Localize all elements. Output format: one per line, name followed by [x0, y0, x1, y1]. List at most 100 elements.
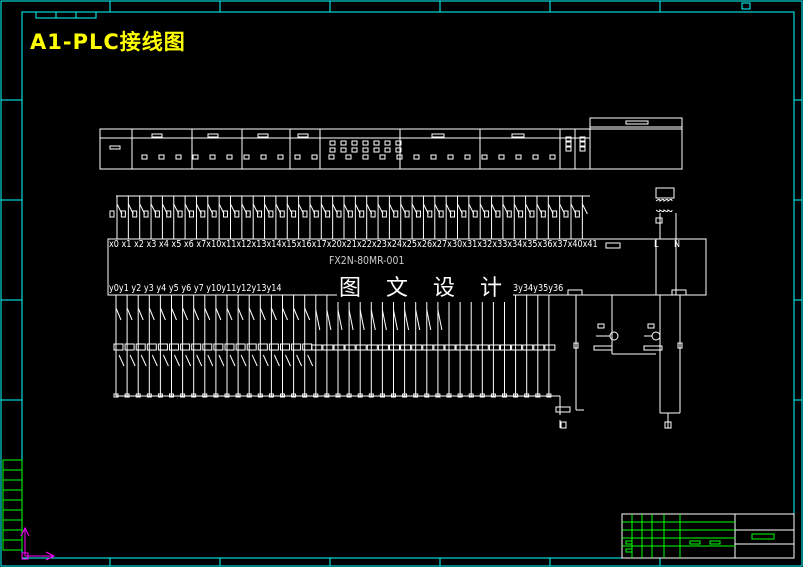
output-contact — [285, 354, 291, 367]
strip-terminal — [384, 147, 391, 153]
output-terminal — [357, 393, 363, 398]
output-terminal — [224, 393, 230, 398]
strip-terminal — [565, 141, 572, 147]
strip-terminal — [430, 154, 437, 160]
relay-coil — [389, 344, 400, 351]
output-contact — [229, 354, 236, 367]
output-terminal — [291, 393, 297, 398]
output-terminal — [513, 393, 519, 398]
output-contact — [326, 309, 332, 331]
watermark-text: 图 文 设 计 — [337, 270, 513, 302]
output-contact — [182, 307, 189, 321]
strip-terminal — [351, 147, 358, 153]
output-contact — [115, 307, 122, 321]
relay-coil — [377, 344, 389, 351]
relay-coil — [224, 343, 235, 351]
output-contact — [259, 307, 266, 321]
strip-terminal — [175, 154, 182, 160]
input-terminal — [143, 210, 149, 218]
input-terminal — [359, 210, 365, 218]
relay-coil — [257, 343, 268, 351]
strip-terminal — [141, 154, 148, 160]
output-contact — [348, 309, 354, 331]
relay-coil — [291, 343, 302, 351]
input-terminal — [177, 210, 183, 218]
strip-terminal — [294, 154, 301, 160]
output-terminal — [135, 393, 141, 398]
output-contact — [162, 354, 169, 367]
strip-terminal — [549, 154, 556, 160]
output-contact — [204, 307, 211, 321]
strip-terminal — [345, 154, 352, 160]
strip-terminal — [464, 154, 471, 160]
output-terminal — [191, 393, 197, 398]
input-terminal — [563, 210, 569, 218]
output-contact — [273, 354, 280, 367]
relay-coil — [422, 344, 434, 351]
input-terminal — [234, 210, 240, 218]
relay-coil — [311, 344, 323, 351]
strip-terminal — [395, 140, 402, 146]
output-contact — [140, 354, 147, 367]
relay-coil — [124, 343, 135, 351]
input-terminal — [450, 210, 455, 218]
output-terminal — [202, 393, 208, 398]
input-terminal — [291, 210, 297, 218]
input-terminal — [268, 210, 274, 218]
strip-terminal — [260, 154, 267, 160]
strip-terminal — [565, 146, 572, 152]
strip-terminal — [579, 146, 586, 152]
input-terminal — [154, 210, 160, 218]
title-block-grid — [622, 514, 735, 558]
input-terminal — [325, 210, 331, 218]
relay-coil — [113, 343, 124, 351]
output-terminal — [124, 393, 130, 398]
input-contacts — [109, 195, 590, 239]
relay-coil — [268, 343, 279, 351]
input-terminal — [495, 210, 501, 218]
strip-terminal — [379, 154, 386, 160]
strip-terminal — [226, 154, 233, 160]
output-terminal — [113, 393, 119, 398]
output-contact — [207, 354, 214, 367]
relay-coil — [433, 344, 445, 351]
output-contact — [404, 309, 410, 331]
output-terminal — [379, 393, 385, 398]
strip-terminal — [579, 141, 586, 147]
input-terminal — [393, 210, 399, 218]
input-terminal — [302, 210, 308, 218]
strip-terminal — [209, 154, 216, 160]
relay-coil — [500, 344, 511, 351]
relay-coil — [511, 344, 523, 351]
output-terminal — [368, 393, 374, 398]
output-contact — [174, 354, 180, 367]
strip-terminal — [329, 147, 336, 153]
output-contact — [237, 307, 244, 321]
relay-coil — [157, 343, 168, 351]
strip-terminal — [384, 140, 391, 146]
relay-coil — [344, 344, 356, 351]
output-terminal — [535, 393, 541, 398]
output-terminal-labels: y0y1 y2 y3 y4 y5 y6 y7 y10y11y12y13y14 — [109, 283, 282, 294]
input-contact — [581, 203, 588, 215]
output-terminal — [391, 393, 396, 398]
output-contact — [315, 309, 321, 331]
relay-coil — [522, 344, 534, 351]
output-terminal — [302, 393, 308, 398]
output-contact — [118, 354, 125, 367]
output-terminal — [546, 393, 552, 398]
output-contact — [393, 309, 398, 331]
output-contact — [381, 309, 387, 331]
relay-coil — [135, 343, 146, 351]
output-contact — [171, 307, 177, 321]
input-terminal — [257, 210, 263, 218]
relay-coil — [280, 343, 290, 351]
strip-terminal — [329, 140, 336, 146]
strip-terminal — [340, 147, 347, 153]
power-transformer — [655, 187, 677, 239]
output-terminal — [324, 393, 330, 398]
drawing-title: A1-PLC接线图 — [30, 30, 186, 54]
supply-lines — [655, 239, 677, 295]
